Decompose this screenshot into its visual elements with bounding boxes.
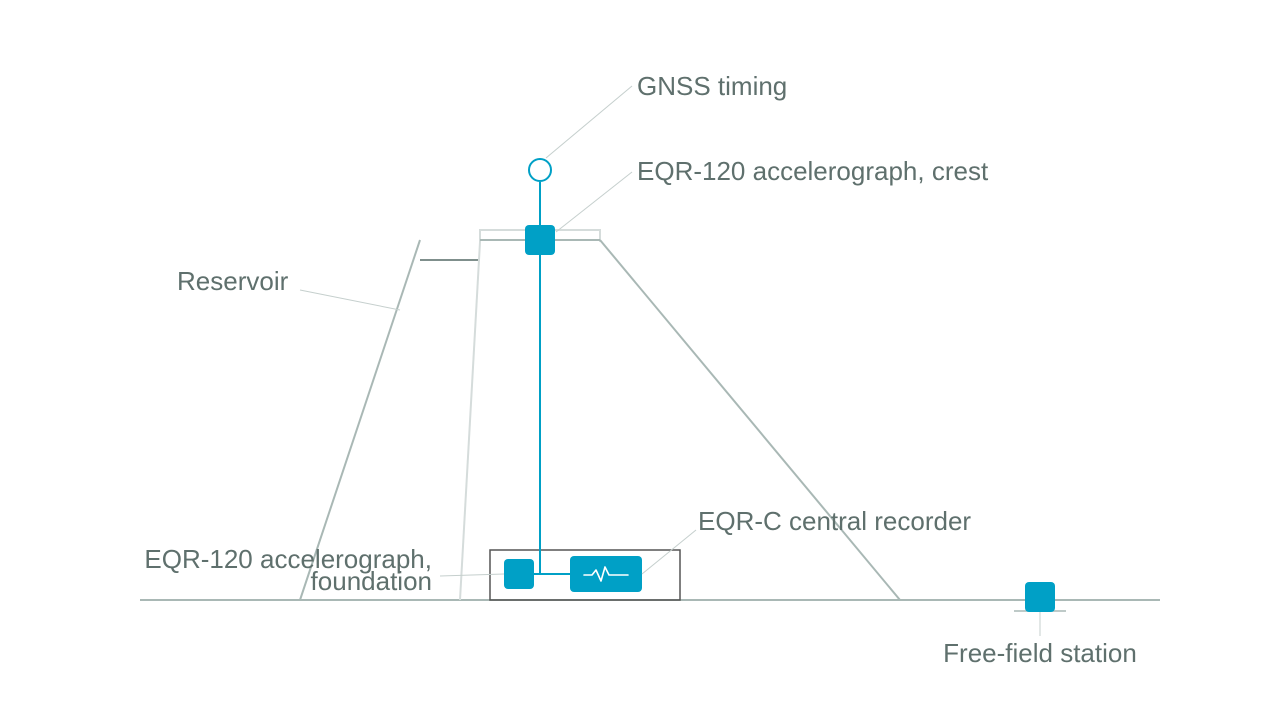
- foundation-label-line2: foundation: [311, 566, 432, 596]
- crest-leader-line: [555, 171, 633, 233]
- recorder-leader-line: [641, 529, 697, 575]
- reservoir-label: Reservoir: [177, 266, 289, 296]
- free-field-accelerograph-icon: [1025, 582, 1055, 612]
- foundation-accelerograph-icon: [504, 559, 534, 589]
- dam-downstream-face: [599, 239, 901, 601]
- waveform-icon: [583, 566, 629, 582]
- foundation-leader-line: [439, 573, 505, 577]
- gnss-antenna-icon: [528, 158, 552, 182]
- gnss-leader-line: [545, 85, 633, 159]
- recorder-label: EQR-C central recorder: [698, 506, 971, 536]
- foundation-label-line1: EQR-120 accelerograph,: [144, 544, 432, 574]
- dam-upstream-face: [459, 241, 481, 601]
- reservoir-leader-line: [299, 289, 401, 311]
- free-field-label: Free-field station: [943, 638, 1137, 668]
- crest-accelerograph-icon: [525, 225, 555, 255]
- reservoir-slope: [299, 239, 421, 601]
- crest-label: EQR-120 accelerograph, crest: [637, 156, 989, 186]
- central-recorder-box: [570, 556, 642, 592]
- gnss-label: GNSS timing: [637, 71, 787, 101]
- foundation-gallery-box: [489, 549, 681, 601]
